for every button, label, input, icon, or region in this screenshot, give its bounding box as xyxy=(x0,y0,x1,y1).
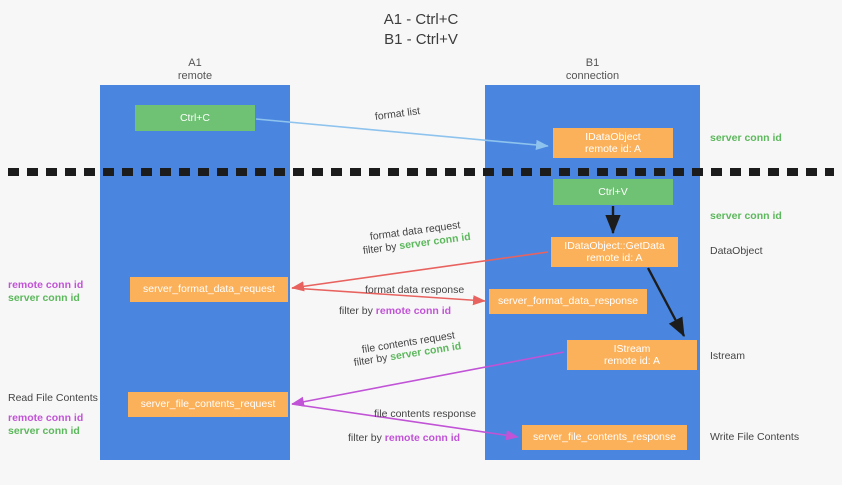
box-ctrl-v-label: Ctrl+V xyxy=(598,185,628,198)
box-get-data-sub: remote id: A xyxy=(586,252,643,264)
filter-value-remote-conn-id: remote conn id xyxy=(384,432,461,444)
box-server-file-contents-request-label: server_file_contents_request xyxy=(140,398,276,411)
box-server-format-data-request-label: server_format_data_request xyxy=(143,283,275,296)
lane-b1-name: B1 xyxy=(585,57,600,69)
annotation-istream: Istream xyxy=(710,350,746,362)
annotation-conn-ids-bottom: remote conn id server conn id xyxy=(8,412,104,438)
annotation-conn-ids-top: remote conn id server conn id xyxy=(8,279,104,305)
filter-prefix: filter by xyxy=(348,432,385,444)
box-ctrl-v[interactable]: Ctrl+V xyxy=(553,179,673,205)
box-get-data[interactable]: IDataObject::GetData remote id: A xyxy=(551,237,678,267)
filter-prefix: filter by xyxy=(339,305,376,317)
annotation-server-conn-id-top: server conn id xyxy=(710,132,782,144)
edge-label-format-data-response-filter: filter by remote conn id xyxy=(339,305,451,318)
box-server-file-contents-request[interactable]: server_file_contents_request xyxy=(128,392,288,417)
box-server-format-data-response[interactable]: server_format_data_response xyxy=(489,289,647,314)
box-server-format-data-response-label: server_format_data_response xyxy=(497,295,639,308)
annotation-read-file-contents: Read File Contents xyxy=(8,392,98,404)
filter-prefix: filter by xyxy=(352,351,392,369)
annotation-server-conn-id-mid: server conn id xyxy=(710,210,782,222)
edge-label-format-list: format list xyxy=(374,105,421,124)
edge-label-format-list-text: format list xyxy=(374,105,421,123)
box-get-data-label: IDataObject::GetData xyxy=(564,239,665,252)
box-istream-label: IStream xyxy=(613,342,651,355)
box-server-file-contents-response-label: server_file_contents_response xyxy=(532,431,676,444)
edge-label-format-data-response-text: format data response xyxy=(365,284,465,296)
edge-label-file-contents-response-filter: filter by remote conn id xyxy=(348,432,460,445)
annotation-write-file-contents: Write File Contents xyxy=(710,431,800,443)
annotation-data-object: DataObject xyxy=(710,245,763,257)
annotation-remote-conn-id-bottom: remote conn id xyxy=(8,412,84,424)
box-server-file-contents-response[interactable]: server_file_contents_response xyxy=(522,425,687,450)
box-ctrl-c-label: Ctrl+C xyxy=(179,111,211,124)
box-data-object-label: IDataObject xyxy=(585,130,641,143)
annotation-remote-conn-id-top: remote conn id xyxy=(8,279,84,291)
lane-header-a1: A1 remote xyxy=(105,57,285,83)
edge-label-file-contents-response: file contents response xyxy=(374,408,476,421)
edge-label-format-data-response: format data response xyxy=(365,284,464,297)
box-data-object[interactable]: IDataObject remote id: A xyxy=(553,128,673,158)
box-ctrl-c[interactable]: Ctrl+C xyxy=(135,105,255,131)
title-line-2: B1 - Ctrl+V xyxy=(384,31,458,48)
filter-value-remote-conn-id: remote conn id xyxy=(375,305,452,317)
edge-label-file-contents-response-text: file contents response xyxy=(374,408,477,420)
diagram-title: A1 - Ctrl+C B1 - Ctrl+V xyxy=(0,10,842,50)
box-istream[interactable]: IStream remote id: A xyxy=(567,340,697,370)
lane-a1-name: A1 xyxy=(188,57,202,69)
filter-prefix: filter by xyxy=(362,240,401,257)
lane-a1-sub: remote xyxy=(177,70,213,82)
lane-b1-sub: connection xyxy=(565,70,620,82)
annotation-server-conn-id-left-top: server conn id xyxy=(8,292,80,304)
phase-divider xyxy=(8,168,834,176)
lane-header-b1: B1 connection xyxy=(490,57,695,83)
title-line-1: A1 - Ctrl+C xyxy=(383,11,459,28)
box-server-format-data-request[interactable]: server_format_data_request xyxy=(130,277,288,302)
annotation-server-conn-id-left-bottom: server conn id xyxy=(8,425,80,437)
box-data-object-sub: remote id: A xyxy=(584,143,642,155)
box-istream-sub: remote id: A xyxy=(603,355,661,367)
